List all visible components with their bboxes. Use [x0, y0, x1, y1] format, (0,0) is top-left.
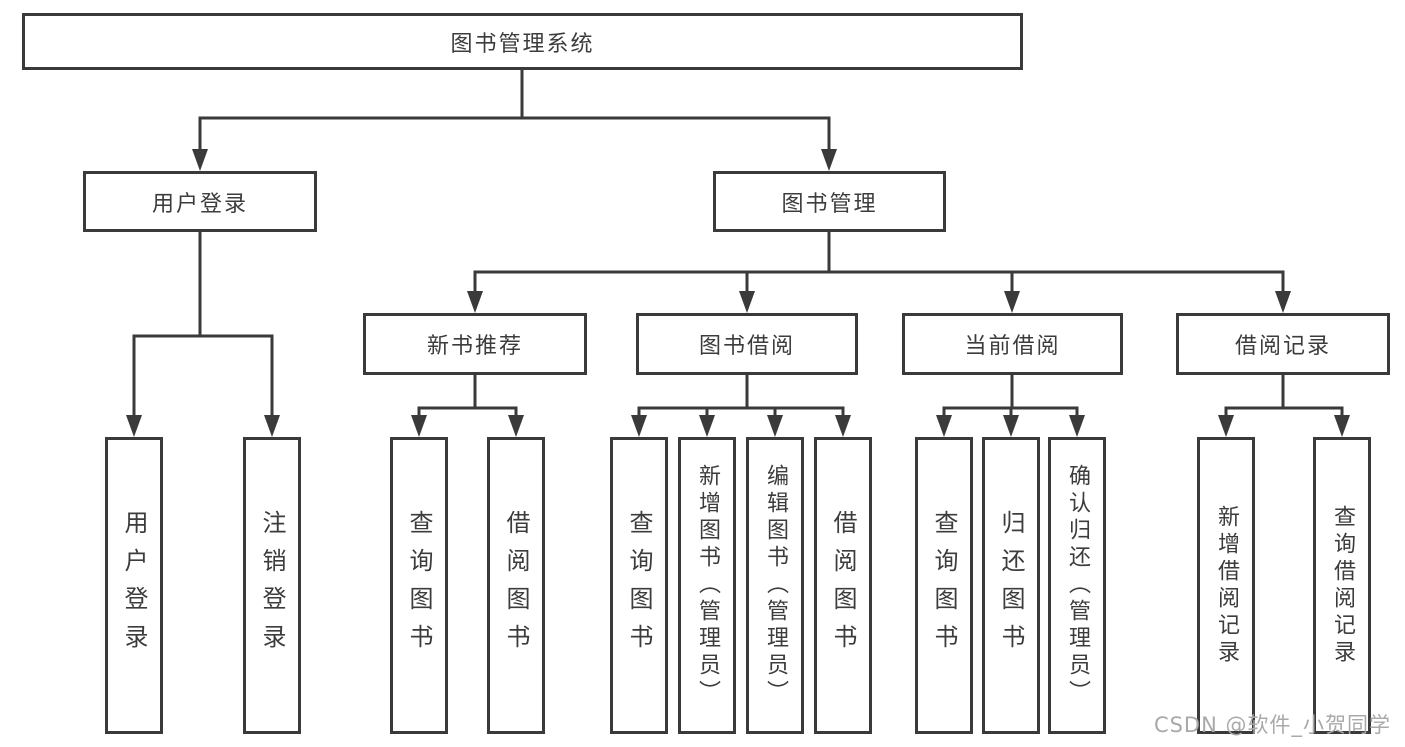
leaf-confirm-return-admin: 确认归还（管理员）	[1048, 437, 1106, 734]
leaf-query-books-1-label: 查询图书	[405, 509, 433, 662]
node-root-label: 图书管理系统	[450, 31, 595, 57]
leaf-return-books-label: 归还图书	[997, 509, 1025, 662]
arrowheads	[126, 149, 1350, 437]
leaf-query-books-3: 查询图书	[915, 437, 973, 734]
leaf-logout-label: 注销登录	[258, 509, 286, 662]
leaf-query-books-1: 查询图书	[390, 437, 448, 734]
node-borrowing-records-label: 借阅记录	[1234, 334, 1331, 359]
leaf-borrow-books-1: 借阅图书	[487, 437, 545, 734]
leaf-return-books: 归还图书	[982, 437, 1040, 734]
leaf-add-borrow-record-label: 新增借阅记录	[1214, 504, 1239, 667]
leaf-user-login: 用户登录	[105, 437, 163, 734]
leaf-borrow-books-2: 借阅图书	[814, 437, 872, 734]
leaf-edit-books-admin: 编辑图书（管理员）	[746, 437, 804, 734]
leaf-query-books-2-label: 查询图书	[625, 509, 653, 662]
leaf-query-borrow-record: 查询借阅记录	[1313, 437, 1371, 734]
leaf-logout: 注销登录	[243, 437, 301, 734]
leaf-borrow-books-2-label: 借阅图书	[829, 509, 857, 662]
leaf-add-books-admin: 新增图书（管理员）	[678, 437, 736, 734]
leaf-edit-books-admin-label: 编辑图书（管理员）	[763, 464, 788, 707]
node-new-book-recommend: 新书推荐	[363, 313, 587, 375]
node-borrowing-records: 借阅记录	[1176, 313, 1390, 375]
node-new-book-recommend-label: 新书推荐	[426, 334, 523, 359]
leaf-add-books-admin-label: 新增图书（管理员）	[695, 464, 720, 707]
leaf-query-books-2: 查询图书	[610, 437, 668, 734]
leaf-add-borrow-record: 新增借阅记录	[1197, 437, 1255, 734]
node-current-borrowing: 当前借阅	[902, 313, 1123, 375]
leaf-confirm-return-admin-label: 确认归还（管理员）	[1065, 464, 1090, 707]
node-book-management: 图书管理	[713, 171, 946, 232]
node-book-borrowing-label: 图书借阅	[698, 334, 795, 359]
node-current-borrowing-label: 当前借阅	[964, 334, 1061, 359]
node-user-login: 用户登录	[83, 171, 317, 232]
csdn-watermark: CSDN @软件_小贺同学	[1153, 713, 1391, 737]
leaf-borrow-books-1-label: 借阅图书	[502, 509, 530, 662]
leaf-user-login-label: 用户登录	[120, 509, 148, 662]
node-user-login-label: 用户登录	[151, 191, 248, 217]
node-root: 图书管理系统	[22, 13, 1023, 70]
leaf-query-books-3-label: 查询图书	[930, 509, 958, 662]
leaf-query-borrow-record-label: 查询借阅记录	[1330, 504, 1355, 667]
node-book-borrowing: 图书借阅	[636, 313, 858, 375]
node-book-management-label: 图书管理	[781, 191, 878, 217]
